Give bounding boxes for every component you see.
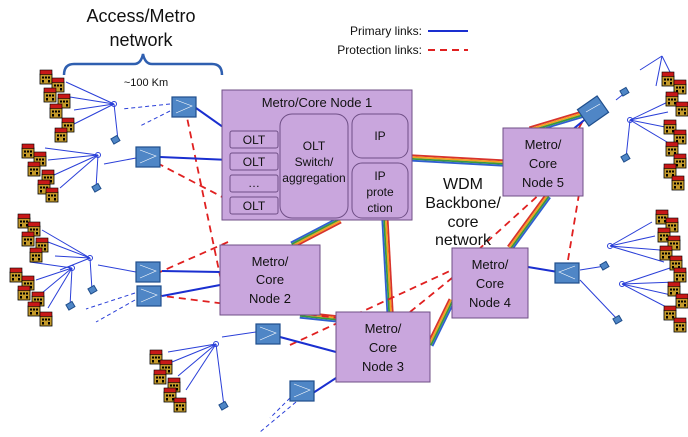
splitters <box>69 101 633 347</box>
olt-box-3 <box>229 174 279 193</box>
fiber-strand-0-3 <box>411 159 503 167</box>
node-5-line-3: Node 5 <box>522 175 564 190</box>
coupler-6 <box>289 380 315 402</box>
protection-links <box>154 107 589 346</box>
wdm-line-3: core <box>447 214 478 231</box>
access-trees <box>29 55 681 433</box>
fiber-strand-4-3 <box>431 300 456 347</box>
node-2: Metro/ Core Node 2 <box>219 244 321 316</box>
olt-label-4: OLT <box>243 199 266 213</box>
distance-brace <box>62 53 224 76</box>
node-2-line-3: Node 2 <box>249 291 291 306</box>
coupler-1 <box>171 96 197 118</box>
olt-switch-box <box>279 113 349 219</box>
ip-protection-box <box>351 162 409 219</box>
coupler-7 <box>554 262 580 284</box>
node-4-line-1: Metro/ <box>472 257 509 272</box>
node-2-box <box>219 244 321 316</box>
switch-line-2: Switch/ <box>295 155 334 169</box>
olt-box-1 <box>229 130 279 149</box>
fiber-strand-2-1 <box>385 219 392 313</box>
fiber-strand-0-1 <box>412 156 504 163</box>
fiber-strand-1-1 <box>291 219 341 247</box>
fiber-strand-5-2 <box>510 196 550 250</box>
node-4-box <box>451 247 529 319</box>
node-1-title: Metro/Core Node 1 <box>262 95 373 110</box>
node-3-box <box>335 311 431 383</box>
drop-devices <box>65 86 631 411</box>
node-5-box <box>502 127 584 197</box>
access-title-line-1: Access/Metro <box>86 6 195 26</box>
fiber-strand-0-0 <box>412 154 504 162</box>
fiber-strand-0-2 <box>411 158 503 165</box>
switch-line-3: aggregation <box>282 171 345 185</box>
fiber-strand-1-0 <box>292 221 342 249</box>
node-1: Metro/Core Node 1 OLT OLT … OLT OLT Swit… <box>221 89 413 221</box>
wdm-line-2: Backbone/ <box>425 195 501 212</box>
fiber-strand-1-2 <box>291 218 341 246</box>
coupler-5 <box>255 323 281 345</box>
coupler-4 <box>136 285 162 307</box>
couplers <box>135 95 610 402</box>
fiber-strand-6-1 <box>529 110 591 130</box>
olt-box-2 <box>229 152 279 171</box>
ipprot-line-3: ction <box>367 201 392 215</box>
node-5-line-2: Core <box>529 156 557 171</box>
olt-label-2: OLT <box>243 155 266 169</box>
node-5: Metro/ Core Node 5 <box>502 127 584 197</box>
ipprot-line-2: prote <box>366 185 394 199</box>
node-3-line-2: Core <box>369 340 397 355</box>
fiber-strand-2-2 <box>383 220 390 313</box>
fiber-strand-1-3 <box>290 216 340 244</box>
olt-label-1: OLT <box>243 133 266 147</box>
coupler-2 <box>135 146 161 168</box>
olt-label-3: … <box>248 176 260 190</box>
ipprot-line-1: IP <box>374 169 385 183</box>
coupler-3 <box>135 261 161 283</box>
ip-box <box>351 113 409 159</box>
node-2-line-1: Metro/ <box>252 254 289 269</box>
legend-protection-label: Protection links: <box>337 43 422 57</box>
fiber-strand-5-0 <box>507 193 547 247</box>
access-title-line-2: network <box>109 30 173 50</box>
fiber-strand-5-1 <box>508 194 549 248</box>
olt-box-4 <box>229 196 279 215</box>
node-2-line-2: Core <box>256 272 284 287</box>
node-4-line-3: Node 4 <box>469 295 511 310</box>
fiber-strand-5-3 <box>511 197 551 251</box>
legend-primary-label: Primary links: <box>350 24 422 38</box>
fiber-strand-4-2 <box>429 300 454 346</box>
node-3: Metro/ Core Node 3 <box>335 311 431 383</box>
node-4-line-2: Core <box>476 276 504 291</box>
fiber-strand-4-0 <box>426 298 451 345</box>
wdm-line-4: network <box>435 232 492 249</box>
switch-line-1: OLT <box>303 139 326 153</box>
node-3-line-1: Metro/ <box>365 321 402 336</box>
coupler-8 <box>576 95 610 127</box>
fiber-strand-2-0 <box>386 219 394 312</box>
ip-label: IP <box>374 129 385 143</box>
node-4: Metro/ Core Node 4 <box>451 247 529 319</box>
fiber-strand-4-1 <box>428 299 453 345</box>
node-5-line-1: Metro/ <box>525 137 562 152</box>
fiber-strand-2-3 <box>381 220 389 313</box>
distance-label: ~100 Km <box>124 77 168 89</box>
wdm-line-1: WDM <box>443 176 483 193</box>
node-3-line-3: Node 3 <box>362 359 404 374</box>
